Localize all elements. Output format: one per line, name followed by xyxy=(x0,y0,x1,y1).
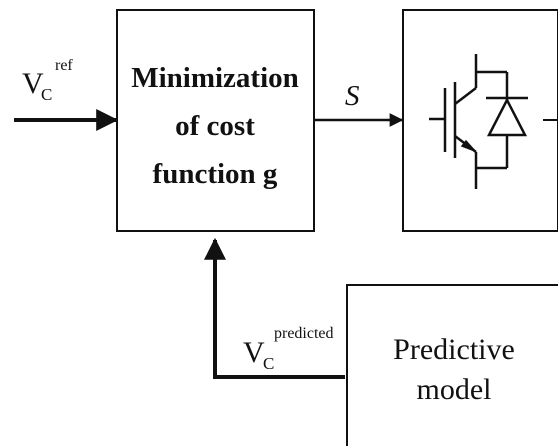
vc-predicted-main: V xyxy=(243,336,265,369)
predictive-model-line-1: Predictive xyxy=(393,333,515,366)
feedback-arrow xyxy=(204,237,345,379)
predictive-model-box xyxy=(346,284,558,446)
minimization-line-3: function g xyxy=(153,158,278,190)
igbt-with-diode-icon xyxy=(429,54,528,189)
predictive-model-line-2: model xyxy=(417,373,492,406)
vc-ref-subscript: C xyxy=(41,85,52,104)
minimization-line-1: Minimization xyxy=(131,62,299,94)
vc-ref-main: V xyxy=(22,67,44,100)
vc-predicted-label: V C predicted xyxy=(243,325,334,373)
vc-ref-superscript: ref xyxy=(55,57,73,74)
converter-block xyxy=(402,9,558,232)
vc-predicted-superscript: predicted xyxy=(274,325,334,342)
predictive-model-block: Predictive model xyxy=(346,284,558,446)
converter-box xyxy=(402,9,558,232)
vc-predicted-subscript: C xyxy=(263,354,274,373)
vc-ref-label: V C ref xyxy=(22,57,73,104)
minimization-line-2: of cost xyxy=(175,110,255,142)
switch-signal-label: S xyxy=(345,80,360,112)
minimization-block: Minimization of cost function g xyxy=(116,9,315,232)
